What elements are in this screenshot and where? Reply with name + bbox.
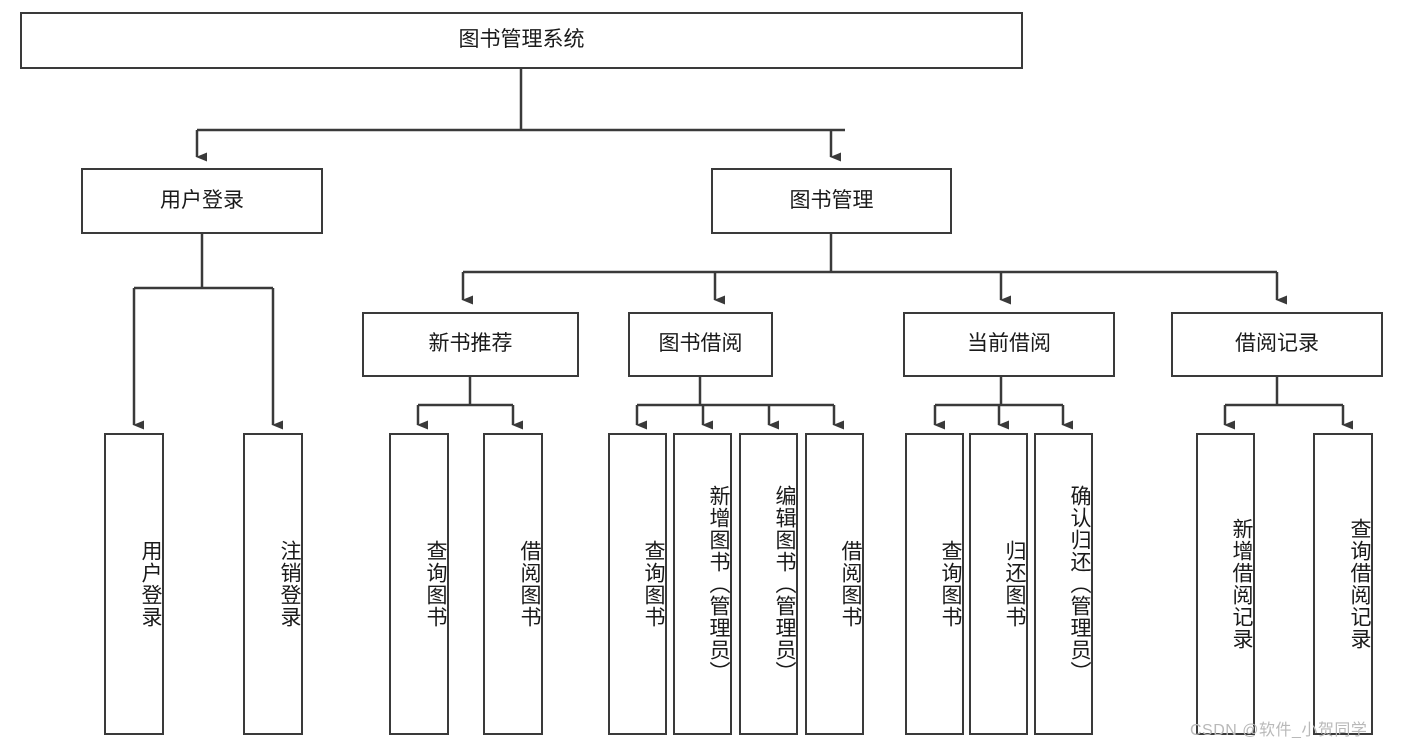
leaf-book-borrow-borrow[interactable]: 借阅图书 bbox=[805, 433, 864, 735]
node-label: 用户登录 bbox=[160, 188, 244, 212]
leaf-borrow-record-add[interactable]: 新增借阅记录 bbox=[1196, 433, 1255, 735]
node-label: 借阅图书 bbox=[839, 540, 862, 628]
leaf-book-borrow-query[interactable]: 查询图书 bbox=[608, 433, 667, 735]
leaf-book-borrow-edit[interactable]: 编辑图书（管理员） bbox=[739, 433, 798, 735]
node-label: 查询借阅记录 bbox=[1348, 518, 1371, 650]
csdn-watermark: CSDN @软件_小贺同学 bbox=[1190, 722, 1368, 739]
leaf-book-borrow-add[interactable]: 新增图书（管理员） bbox=[673, 433, 732, 735]
node-label: 查询图书 bbox=[939, 540, 962, 628]
node-root-book-management-system[interactable]: 图书管理系统 bbox=[20, 12, 1023, 69]
node-label: 归还图书 bbox=[1003, 540, 1026, 628]
node-new-book-recommend[interactable]: 新书推荐 bbox=[362, 312, 579, 377]
leaf-new-book-borrow[interactable]: 借阅图书 bbox=[483, 433, 543, 735]
leaf-user-login-login[interactable]: 用户登录 bbox=[104, 433, 164, 735]
node-label: 当前借阅 bbox=[967, 332, 1051, 356]
node-label: 确认归还（管理员） bbox=[1068, 485, 1091, 683]
leaf-borrow-record-query[interactable]: 查询借阅记录 bbox=[1313, 433, 1373, 735]
node-book-management[interactable]: 图书管理 bbox=[711, 168, 952, 234]
leaf-current-borrow-confirm-return[interactable]: 确认归还（管理员） bbox=[1034, 433, 1093, 735]
node-current-borrow[interactable]: 当前借阅 bbox=[903, 312, 1115, 377]
leaf-user-login-logout[interactable]: 注销登录 bbox=[243, 433, 303, 735]
node-label: 新增图书（管理员） bbox=[707, 485, 730, 683]
node-label: 图书管理 bbox=[789, 188, 874, 212]
leaf-current-borrow-query[interactable]: 查询图书 bbox=[905, 433, 964, 735]
node-label: 借阅记录 bbox=[1235, 332, 1319, 356]
node-label: 图书借阅 bbox=[658, 332, 743, 356]
node-label: 用户登录 bbox=[139, 540, 162, 628]
node-label: 新书推荐 bbox=[428, 332, 513, 356]
node-label: 编辑图书（管理员） bbox=[773, 485, 796, 683]
node-label: 借阅图书 bbox=[518, 540, 541, 628]
leaf-new-book-query[interactable]: 查询图书 bbox=[389, 433, 449, 735]
node-user-login[interactable]: 用户登录 bbox=[81, 168, 323, 234]
node-label: 查询图书 bbox=[424, 540, 447, 628]
node-label: 新增借阅记录 bbox=[1230, 518, 1253, 650]
node-label: 图书管理系统 bbox=[458, 28, 585, 52]
node-label: 查询图书 bbox=[642, 540, 665, 628]
node-label: 注销登录 bbox=[278, 540, 301, 628]
leaf-current-borrow-return[interactable]: 归还图书 bbox=[969, 433, 1028, 735]
node-book-borrow[interactable]: 图书借阅 bbox=[628, 312, 773, 377]
node-borrow-record[interactable]: 借阅记录 bbox=[1171, 312, 1383, 377]
